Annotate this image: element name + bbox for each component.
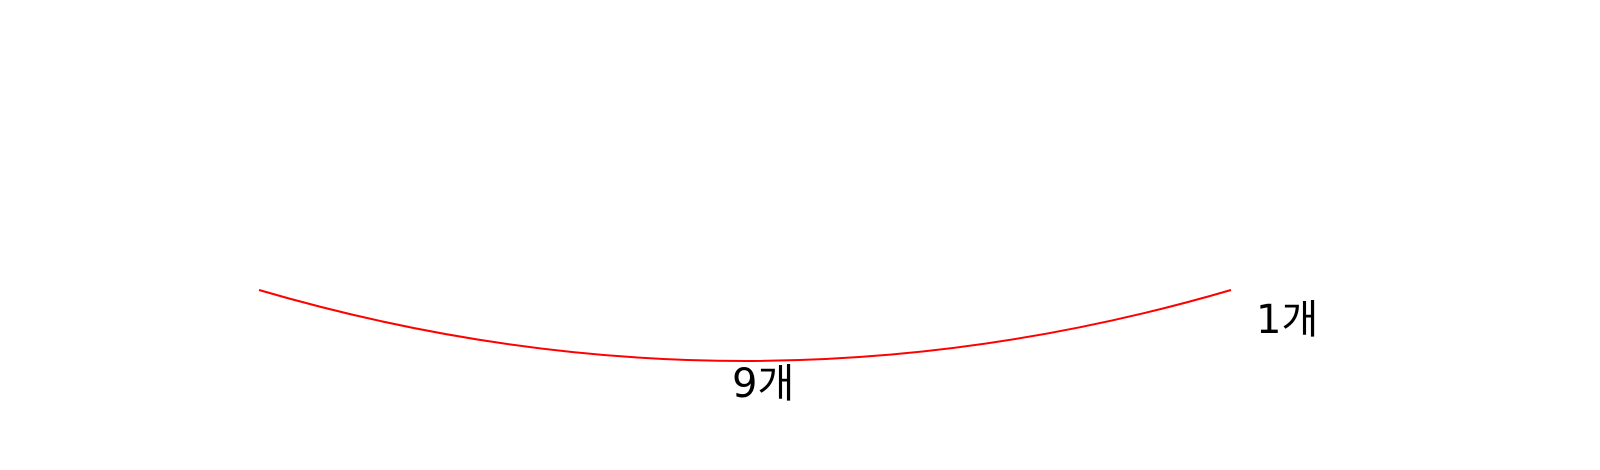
red-arc bbox=[258, 289, 1232, 362]
right-count-label: 1개 bbox=[1256, 297, 1319, 343]
bottom-count-label: 9개 bbox=[732, 361, 795, 407]
